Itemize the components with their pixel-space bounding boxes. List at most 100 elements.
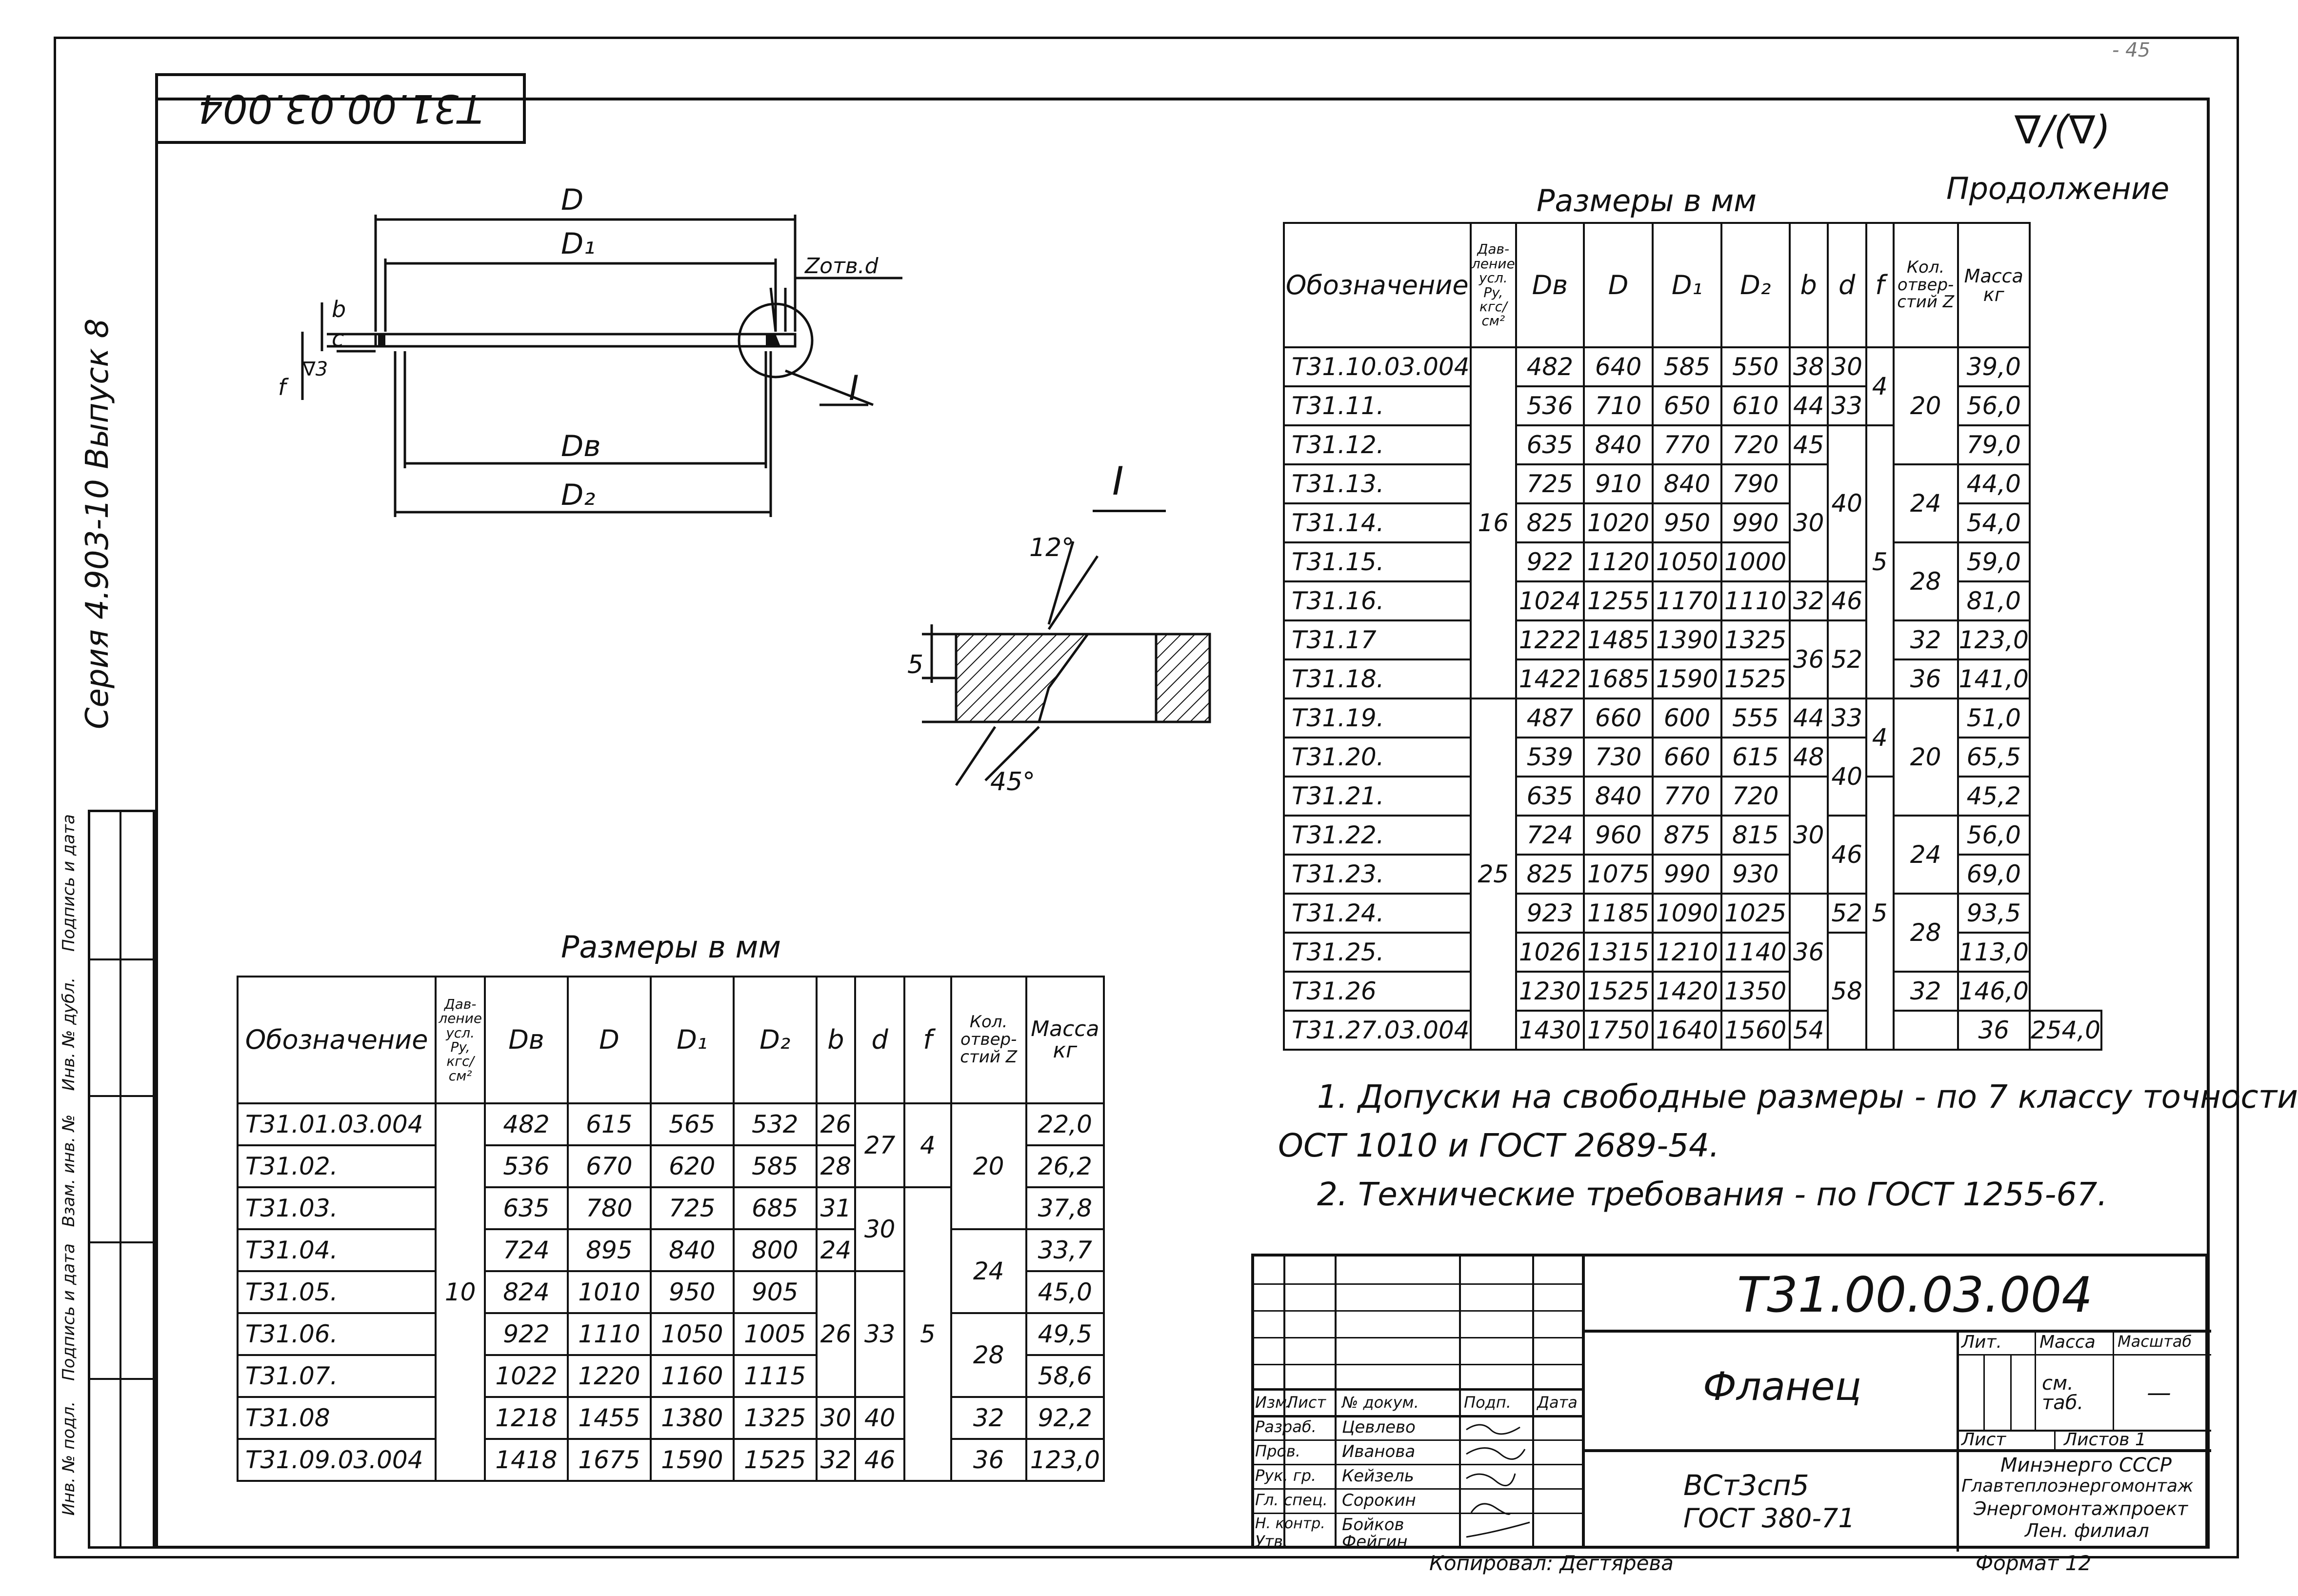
sheet-border: [54, 37, 2239, 1558]
note-1-line-a: 1. Допуски на свободные размеры - по 7 к…: [1317, 1078, 2298, 1116]
right-cell-b: 45: [1788, 424, 1829, 465]
right-cell-d1: 875: [1652, 815, 1722, 856]
right-cell-dv: 536: [1515, 385, 1585, 426]
right-cell-d1: 1170: [1652, 580, 1722, 621]
left-cell-pressure: 10: [435, 1102, 486, 1482]
left-cell-z-merged: 20: [950, 1102, 1027, 1230]
left-cell-d: 1220: [566, 1354, 652, 1398]
right-cell-des: Т31.23.: [1283, 854, 1472, 895]
title-block-material: ВСт3сп5: [1683, 1469, 1809, 1502]
left-cell-d2: 1005: [732, 1312, 818, 1356]
left-cell-des: Т31.05.: [236, 1270, 437, 1314]
table-row: Т31.10.03.004 16 482 640 585 550 38 30 4…: [1283, 346, 2101, 699]
right-hdr-d1: D₁: [1652, 222, 1722, 348]
left-cell-dv: 824: [484, 1270, 569, 1314]
right-cell-d1: 650: [1652, 385, 1722, 426]
left-cell-mass: 33,7: [1025, 1228, 1105, 1272]
right-cell-d1: 950: [1652, 502, 1722, 543]
side-label-1: Инв. № дубл.: [59, 977, 79, 1091]
top-stamp: Т31.00.03.004: [155, 73, 526, 144]
table-row: Т31.02. 536 670 620 585 28 26,2: [236, 1144, 1105, 1188]
right-cell-des: Т31.13.: [1283, 463, 1472, 504]
tb-hdr-list: Лист: [1286, 1393, 1326, 1412]
left-cell-z-merged: 24: [950, 1228, 1027, 1314]
right-cell-mass: 39,0: [1957, 346, 2031, 387]
title-block-scale-label: Масштаб: [2118, 1332, 2192, 1351]
left-cell-mass: 26,2: [1025, 1144, 1105, 1188]
top-stamp-code: Т31.00.03.004: [198, 86, 483, 131]
right-hdr-dv: Dв: [1515, 222, 1585, 348]
table-row: Т31.24. 923 1185 1090 1025 36 52 28 93,5: [1283, 893, 2101, 1012]
side-label-4: Инв. № подл.: [59, 1401, 79, 1516]
left-cell-d-merged: 30: [854, 1186, 906, 1272]
right-cell-d1: 1390: [1652, 619, 1722, 660]
right-cell-pressure: 16: [1469, 346, 1518, 699]
left-table-caption: Размеры в мм: [561, 929, 781, 965]
tb-hdr-sign: Подп.: [1464, 1393, 1511, 1412]
right-cell-d1: 1210: [1652, 932, 1722, 973]
right-cell-des: Т31.18.: [1283, 658, 1472, 699]
right-cell-b: 38: [1788, 346, 1829, 387]
right-cell-des: Т31.15.: [1283, 541, 1472, 582]
right-hdr-d: D: [1582, 222, 1654, 348]
right-cell-z-merged: 20: [1892, 698, 1959, 817]
side-signature-column: [88, 810, 155, 1549]
detail-title: I: [1112, 459, 1124, 504]
surface-roughness-mark: ∇/(∇): [2015, 107, 2111, 153]
right-cell-b-merged: 30: [1788, 776, 1829, 895]
detail-ref-label: I: [849, 368, 859, 408]
left-cell-d2: 1115: [732, 1354, 818, 1398]
left-cell-mass: 49,5: [1025, 1312, 1105, 1356]
left-cell-dv: 482: [484, 1102, 569, 1146]
right-cell-d2: 550: [1720, 346, 1791, 387]
left-hdr-holes: Кол. отвер­стий Z: [950, 976, 1027, 1104]
left-cell-d: 895: [566, 1228, 652, 1272]
right-cell-d1: 1050: [1652, 541, 1722, 582]
left-cell-d2: 1325: [732, 1396, 818, 1440]
dim-f-label: f: [278, 374, 289, 400]
right-cell-des: Т31.26: [1283, 971, 1472, 1012]
right-cell-des: Т31.10.03.004: [1283, 346, 1472, 387]
right-cell-d2: 790: [1720, 463, 1791, 504]
right-cell-b: 48: [1788, 737, 1829, 778]
left-cell-dv: 536: [484, 1144, 569, 1188]
right-cell-d-small: 30: [1826, 346, 1867, 387]
table-row: Т31.23. 825 1075 990 930 69,0: [1283, 854, 2101, 895]
right-cell-des: Т31.14.: [1283, 502, 1472, 543]
right-cell-d: 1075: [1582, 854, 1654, 895]
right-cell-d2: 610: [1720, 385, 1791, 426]
signature-marks: [1466, 1424, 1530, 1538]
right-cell-des: Т31.21.: [1283, 776, 1472, 817]
left-hdr-d2: D₂: [732, 976, 818, 1104]
right-cell-d: 1255: [1582, 580, 1654, 621]
title-block-sheets-label: Листов 1: [2064, 1430, 2146, 1450]
left-cell-des: Т31.07.: [236, 1354, 437, 1398]
left-cell-d: 1675: [566, 1438, 652, 1482]
right-cell-d: 1685: [1582, 658, 1654, 699]
right-cell-f-merged: 4: [1865, 698, 1895, 778]
tb-role: Пров.: [1255, 1442, 1300, 1460]
left-cell-d-merged: 46: [854, 1438, 906, 1482]
dim-5-label: 5: [907, 650, 923, 679]
right-cell-d-small: 46: [1826, 580, 1867, 621]
right-hdr-holes: Кол. отвер­стий Z: [1892, 222, 1959, 348]
right-cell-des: Т31.27.03.004: [1283, 1010, 1472, 1051]
right-cell-d: 710: [1582, 385, 1654, 426]
right-cell-d1: 1640: [1652, 1010, 1722, 1051]
right-cell-d: 910: [1582, 463, 1654, 504]
table-row: Т31.25. 1026 1315 1210 1140 58 113,0: [1283, 932, 2101, 1051]
right-cell-des: Т31.17: [1283, 619, 1472, 660]
right-cell-d: 1120: [1582, 541, 1654, 582]
left-hdr-designation: Обозначение: [236, 976, 437, 1104]
left-cell-d2: 685: [732, 1186, 818, 1230]
right-cell-dv: 635: [1515, 776, 1585, 817]
right-cell-d2: 1000: [1720, 541, 1791, 582]
left-cell-dv: 724: [484, 1228, 569, 1272]
dim-b-label: b: [332, 296, 346, 322]
table-row: Т31.11. 536 710 650 610 44 33 56,0: [1283, 385, 2101, 426]
right-cell-mass: 69,0: [1957, 854, 2031, 895]
tb-person: Бойков: [1342, 1515, 1404, 1535]
format-label: Формат 12: [1976, 1551, 2092, 1575]
left-cell-f-merged: 4: [903, 1102, 952, 1188]
right-cell-z: 32: [1892, 619, 1959, 660]
